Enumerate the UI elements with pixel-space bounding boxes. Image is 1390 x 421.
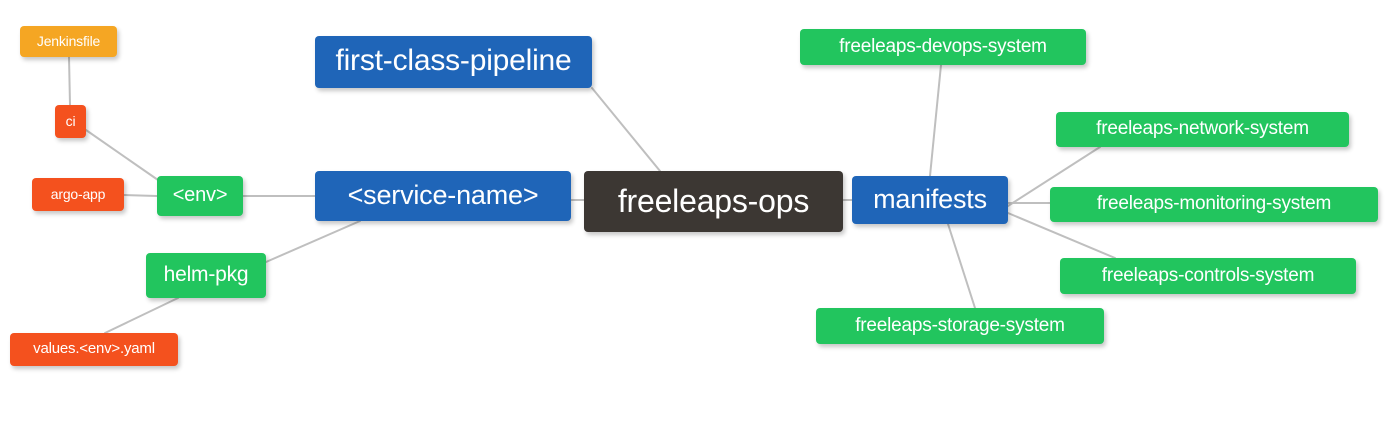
- node-label: ci: [65, 112, 76, 129]
- node-service-name[interactable]: <service-name>: [315, 171, 571, 221]
- edge-helm-pkg-to-service-name: [265, 220, 361, 263]
- node-freeleaps-network-system[interactable]: freeleaps-network-system: [1056, 112, 1349, 147]
- node-label: argo-app: [50, 185, 106, 202]
- node-env[interactable]: <env>: [157, 176, 243, 216]
- node-label: manifests: [873, 183, 987, 214]
- node-label: Jenkinsfile: [36, 32, 101, 49]
- node-values-yaml[interactable]: values.<env>.yaml: [10, 333, 178, 366]
- node-label: <env>: [172, 184, 228, 206]
- node-freeleaps-storage-system[interactable]: freeleaps-storage-system: [816, 308, 1104, 344]
- edge-manifests-to-freeleaps-devops-system: [929, 64, 942, 177]
- node-ci[interactable]: ci: [55, 105, 86, 138]
- node-freeleaps-controls-system[interactable]: freeleaps-controls-system: [1060, 258, 1356, 294]
- edge-ci-to-env: [85, 129, 159, 181]
- node-jenkinsfile[interactable]: Jenkinsfile: [20, 26, 117, 57]
- node-label: values.<env>.yaml: [33, 340, 155, 357]
- node-label: helm-pkg: [163, 263, 249, 286]
- node-freeleaps-ops[interactable]: freeleaps-ops: [584, 171, 843, 232]
- node-label: first-class-pipeline: [335, 44, 572, 77]
- edge-jenkinsfile-to-ci: [68, 56, 71, 106]
- edge-argo-app-to-env: [123, 194, 158, 197]
- node-label: <service-name>: [347, 179, 539, 210]
- node-label: freeleaps-monitoring-system: [1096, 193, 1332, 214]
- node-label: freeleaps-controls-system: [1101, 264, 1315, 286]
- edge-manifests-to-freeleaps-storage-system: [947, 223, 976, 309]
- node-label: freeleaps-network-system: [1096, 118, 1309, 139]
- node-freeleaps-monitoring-system[interactable]: freeleaps-monitoring-system: [1050, 187, 1378, 222]
- edge-values-yaml-to-helm-pkg: [104, 297, 179, 334]
- node-label: freeleaps-storage-system: [855, 314, 1065, 336]
- node-freeleaps-devops-system[interactable]: freeleaps-devops-system: [800, 29, 1086, 65]
- node-helm-pkg[interactable]: helm-pkg: [146, 253, 266, 298]
- node-label: freeleaps-devops-system: [839, 35, 1047, 57]
- node-label: freeleaps-ops: [617, 182, 810, 219]
- edge-first-class-pipeline-to-freeleaps-ops: [591, 87, 661, 172]
- node-first-class-pipeline[interactable]: first-class-pipeline: [315, 36, 592, 88]
- node-manifests[interactable]: manifests: [852, 176, 1008, 224]
- node-argo-app[interactable]: argo-app: [32, 178, 124, 211]
